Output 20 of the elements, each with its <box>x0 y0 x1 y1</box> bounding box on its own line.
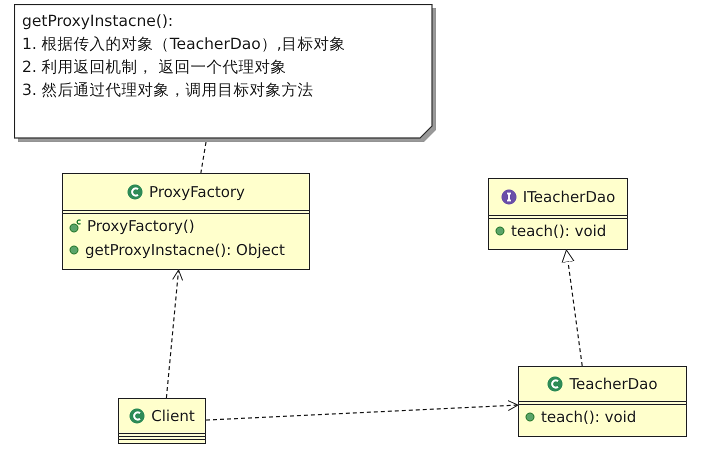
class-name: ProxyFactory <box>149 183 245 201</box>
class-box <box>62 173 310 270</box>
method-signature: teach(): void <box>511 222 606 240</box>
class-box <box>518 366 687 437</box>
class-box <box>118 398 206 444</box>
dependency-arrow <box>206 400 518 421</box>
class-box <box>488 178 628 250</box>
dependency-arrow <box>166 270 184 398</box>
note-line: 3. 然后通过代理对象，调用目标对象方法 <box>22 80 315 101</box>
method-signature: getProxyInstacne(): Object <box>85 241 285 259</box>
note-line: 1. 根据传入的对象（TeacherDao）,目标对象 <box>22 34 346 55</box>
method-signature: teach(): void <box>541 408 636 426</box>
note-line: getProxyInstacne(): <box>22 11 174 32</box>
method-signature: ProxyFactory() <box>87 217 195 235</box>
note-line: 2. 利用返回机制， 返回一个代理对象 <box>22 57 288 78</box>
class-name: Client <box>151 407 195 425</box>
note-connector <box>200 142 207 174</box>
realization-arrow <box>562 250 583 366</box>
class-name: TeacherDao <box>569 375 658 393</box>
class-name: ITeacherDao <box>522 188 616 206</box>
